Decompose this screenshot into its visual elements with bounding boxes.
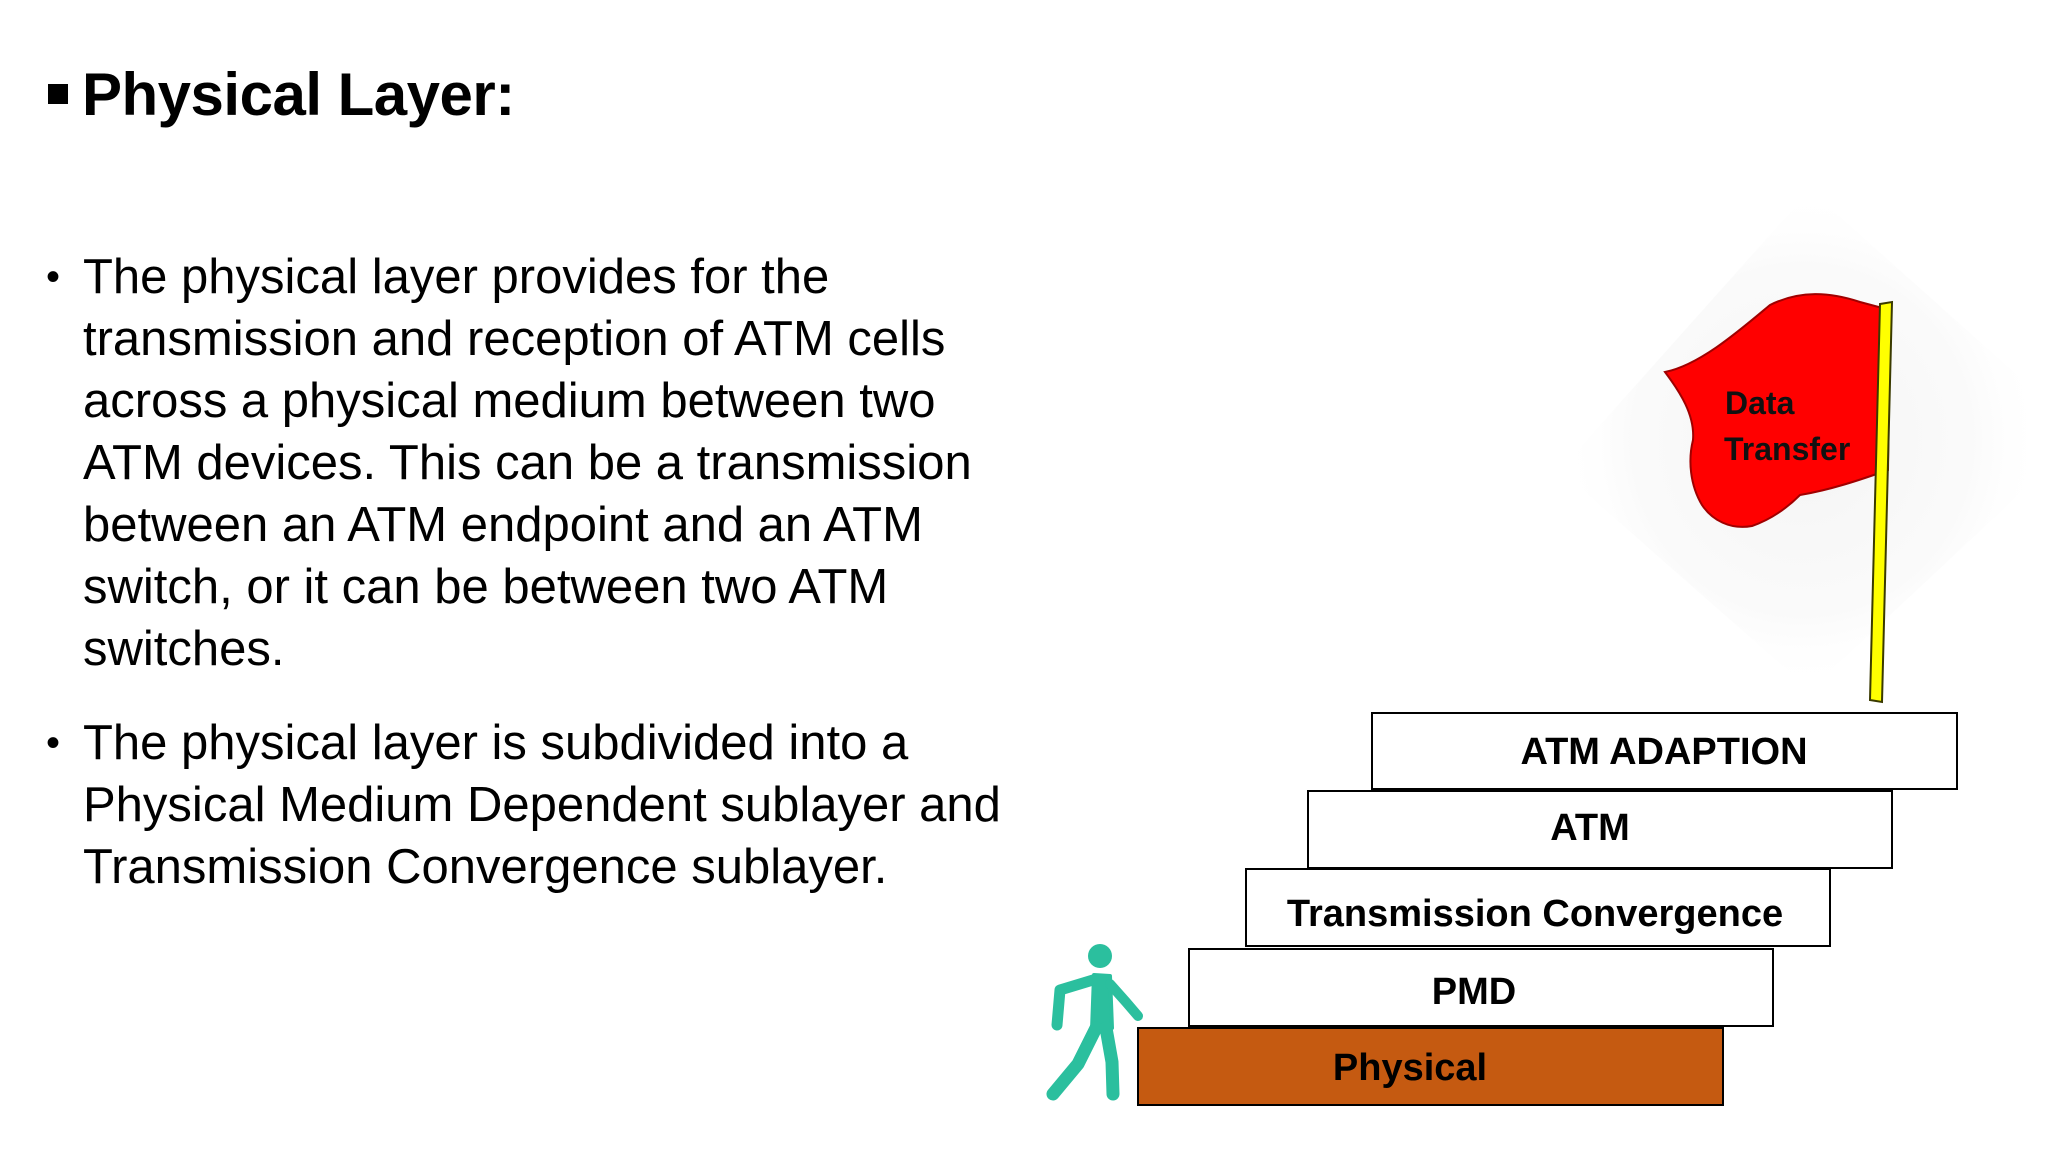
step-atm-adaption: ATM ADAPTION — [1371, 712, 1958, 790]
step-label: Physical — [1333, 1047, 1487, 1089]
bullet-dot-icon: • — [46, 721, 61, 765]
flag-label: Data — [1725, 385, 1795, 421]
step-physical: Physical — [1137, 1027, 1724, 1106]
bullet-item: • The physical layer provides for the tr… — [40, 246, 1040, 680]
bullet-list: • The physical layer provides for the tr… — [40, 246, 1040, 930]
step-pmd: PMD — [1188, 948, 1774, 1027]
step-label: ATM — [1550, 807, 1630, 849]
bullet-text: The physical layer is subdivided into a … — [83, 716, 1001, 894]
step-label: Transmission Convergence — [1287, 893, 1783, 935]
staircase: ATM ADAPTION ATM Transmission Convergenc… — [1137, 712, 1958, 1106]
step-label: ATM ADAPTION — [1520, 731, 1807, 773]
square-bullet-icon — [48, 84, 68, 104]
step-label: PMD — [1432, 971, 1516, 1013]
bullet-item: • The physical layer is subdivided into … — [40, 712, 1040, 898]
step-transmission-convergence: Transmission Convergence — [1245, 868, 1831, 947]
flag-label: Transfer — [1724, 431, 1850, 467]
bullet-text: The physical layer provides for the tran… — [83, 250, 972, 676]
slide-title: Physical Layer: — [48, 52, 515, 136]
flag-icon: Data Transfer — [1663, 293, 1894, 704]
step-atm: ATM — [1307, 790, 1893, 869]
bullet-dot-icon: • — [46, 255, 61, 299]
title-text: Physical Layer: — [82, 60, 515, 128]
walking-person-icon — [1046, 944, 1143, 1101]
